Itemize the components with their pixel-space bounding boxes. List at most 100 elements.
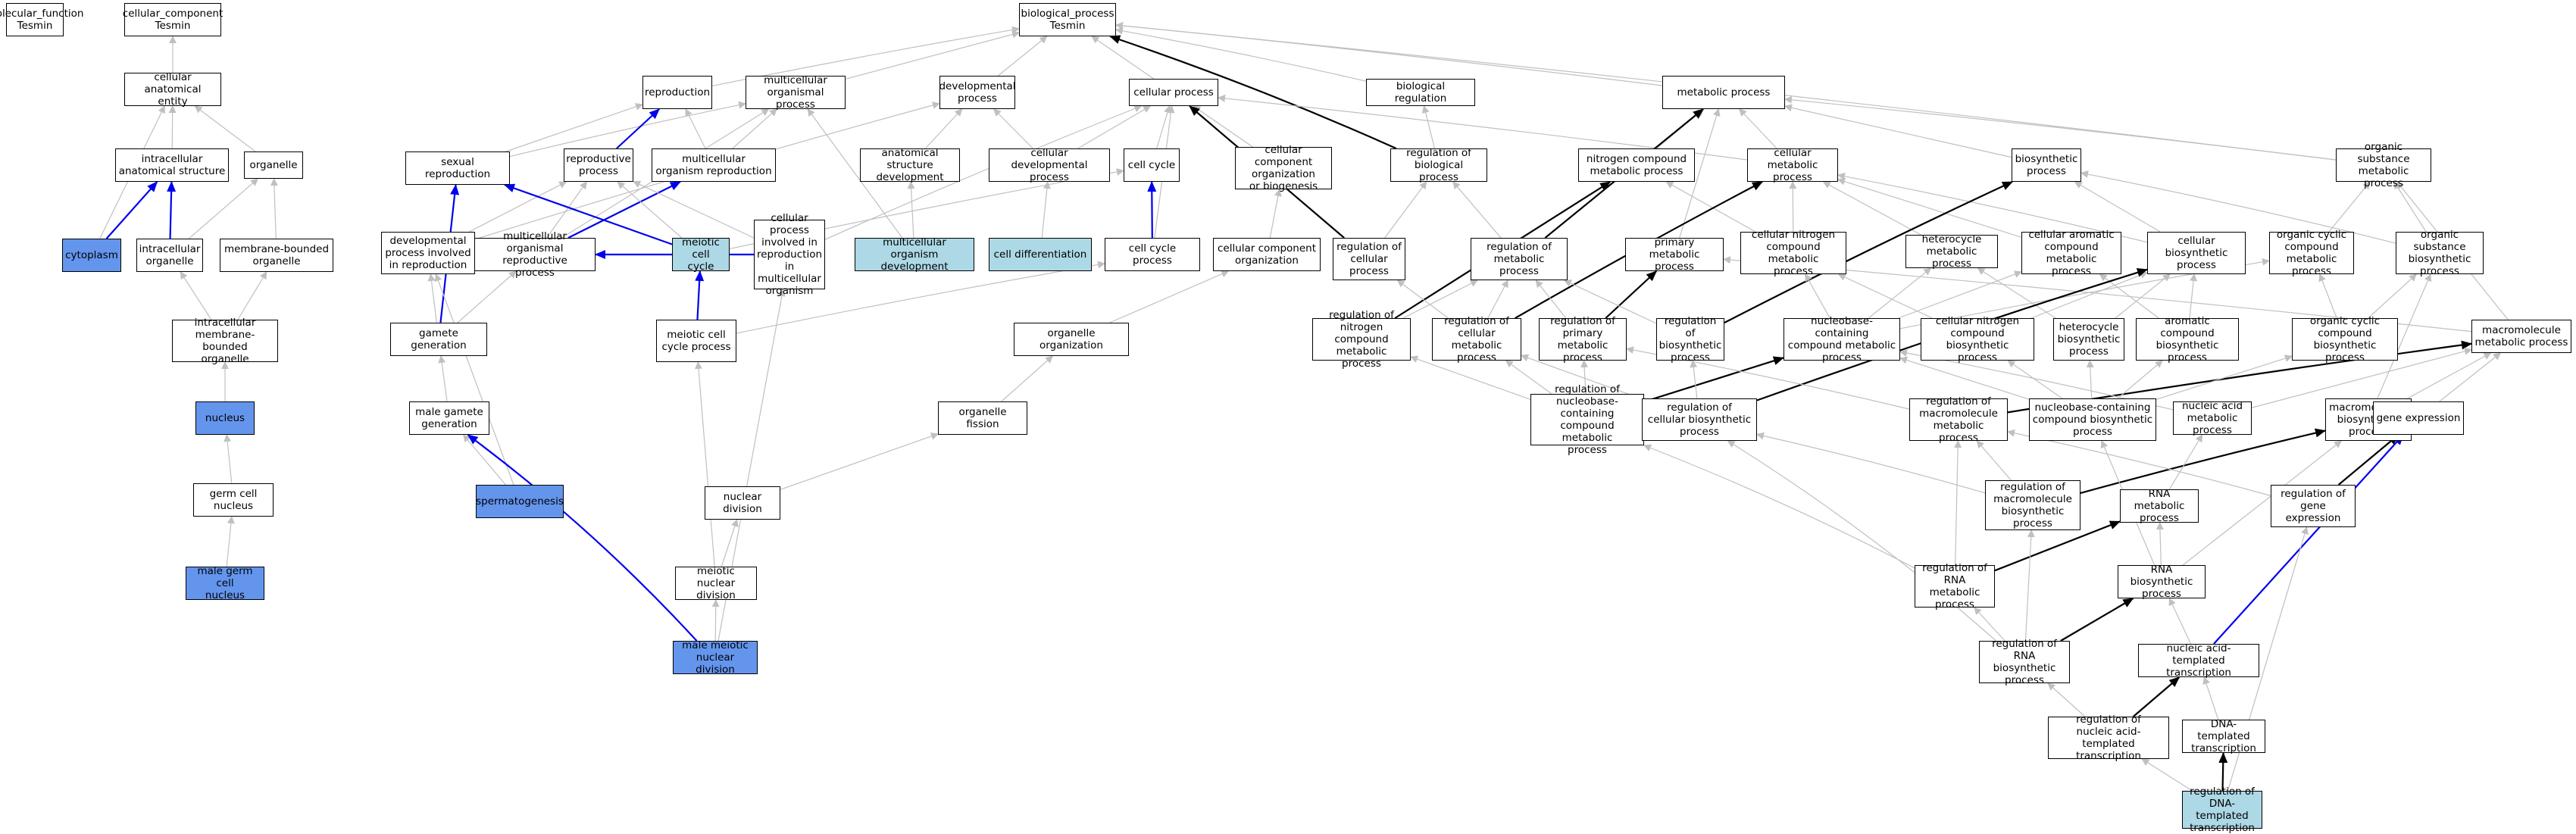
node-biological-process-tesmin[interactable]: biological_process Tesmin (1019, 3, 1116, 36)
node-germ-cell-nucleus[interactable]: germ cell nucleus (193, 483, 274, 517)
node-anatomical-structure-development[interactable]: anatomical structure development (860, 147, 960, 183)
edge-mccp-to-mcc (695, 270, 705, 320)
node-cellular-developmental-process[interactable]: cellular developmental process (989, 147, 1110, 183)
node-rna-biosynthetic-process[interactable]: RNA biosynthetic process (2118, 564, 2206, 600)
node-regulation-of-dna-templated-transcription[interactable]: regulation of DNA-templated transcriptio… (2182, 786, 2262, 834)
node-regulation-of-metabolic-process[interactable]: regulation of metabolic process (1471, 238, 1568, 280)
node-organelle[interactable]: organelle (244, 151, 303, 179)
node-nucleic-acid-templated-transcription[interactable]: nucleic acid-templated transcription (2138, 642, 2259, 679)
node-regulation-of-nucleic-acid-templated-transcription[interactable]: regulation of nucleic acid-templated tra… (2048, 714, 2169, 762)
node-developmental-process[interactable]: developmental process (939, 76, 1016, 109)
edge-rbp-to-bp (1109, 35, 1397, 150)
node-regulation-of-nitrogen-compound-metabolic-process[interactable]: regulation of nitrogen compound metaboli… (1312, 309, 1411, 370)
node-regulation-of-gene-expression[interactable]: regulation of gene expression (2271, 485, 2356, 527)
node-nucleobase-containing-compound-biosynthetic-process[interactable]: nucleobase-containing compound biosynthe… (2029, 398, 2156, 441)
node-regulation-of-cellular-metabolic-process[interactable]: regulation of cellular metabolic process (1432, 315, 1521, 364)
node-molecular-function-tesmin[interactable]: molecular_function Tesmin (0, 3, 83, 36)
node-intracellular-membrane-bounded-organelle[interactable]: intracellular membrane-bounded organelle (172, 317, 278, 365)
node-multicellular-organismal-process[interactable]: multicellular organismal process (746, 74, 846, 111)
edge-nbcmp-to-hmp (1868, 267, 1932, 319)
node-cellular-nitrogen-compound-metabolic-process[interactable]: cellular nitrogen compound metabolic pro… (1740, 229, 1846, 277)
node-membrane-bounded-organelle[interactable]: membrane-bounded organelle (220, 239, 333, 272)
node-regulation-of-nucleobase-containing-compound-metabolic-process[interactable]: regulation of nucleobase-containing comp… (1530, 383, 1644, 456)
node-cellular-biosynthetic-process[interactable]: cellular biosynthetic process (2147, 232, 2246, 274)
node-regulation-of-primary-metabolic-process[interactable]: regulation of primary metabolic process (1539, 315, 1627, 364)
node-male-meiotic-nuclear-division[interactable]: male meiotic nuclear division (673, 639, 758, 676)
node-regulation-of-macromolecule-biosynthetic-process[interactable]: regulation of macromolecule biosynthetic… (1985, 480, 2080, 530)
node-reproductive-process[interactable]: reproductive process (564, 148, 633, 182)
node-intracellular-anatomical-structure[interactable]: intracellular anatomical structure (115, 148, 229, 182)
node-macromolecule-metabolic-process[interactable]: macromolecule metabolic process (2471, 320, 2571, 353)
edge-hbp-to-hmp (1977, 267, 2056, 319)
node-cellular-nitrogen-compound-biosynthetic-process[interactable]: cellular nitrogen compound biosynthetic … (1921, 315, 2034, 364)
node-biosynthetic-process[interactable]: biosynthetic process (2012, 148, 2081, 182)
node-spermatogenesis[interactable]: spermatogenesis (476, 485, 564, 518)
node-cellular-process[interactable]: cellular process (1129, 79, 1218, 106)
node-meiotic-cell-cycle-process[interactable]: meiotic cell cycle process (656, 320, 736, 362)
node-male-germ-cell-nucleus[interactable]: male germ cell nucleus (186, 565, 264, 601)
node-sexual-reproduction[interactable]: sexual reproduction (405, 151, 510, 185)
node-cytoplasm[interactable]: cytoplasm (62, 239, 121, 272)
node-multicellular-organism-development[interactable]: multicellular organism development (855, 236, 974, 273)
node-regulation-of-biological-process[interactable]: regulation of biological process (1390, 147, 1487, 183)
node-organic-cyclic-compound-metabolic-process[interactable]: organic cyclic compound metabolic proces… (2269, 229, 2354, 277)
node-nucleus[interactable]: nucleus (195, 401, 255, 435)
node-aromatic-compound-biosynthetic-process[interactable]: aromatic compound biosynthetic process (2136, 315, 2239, 364)
node-developmental-process-involved-in-reproduction[interactable]: developmental process involved in reprod… (381, 232, 475, 274)
node-cell-cycle-process[interactable]: cell cycle process (1105, 238, 1200, 271)
node-biological-regulation[interactable]: biological regulation (1366, 79, 1475, 106)
node-primary-metabolic-process[interactable]: primary metabolic process (1625, 236, 1724, 273)
node-organelle-organization[interactable]: organelle organization (1014, 323, 1129, 356)
node-nuclear-division[interactable]: nuclear division (705, 486, 780, 520)
node-regulation-of-rna-biosynthetic-process[interactable]: regulation of RNA biosynthetic process (1979, 638, 2070, 686)
node-cellular-component-organization-or-biogenesis[interactable]: cellular component organization or bioge… (1235, 144, 1332, 192)
node-dna-templated-transcription[interactable]: DNA-templated transcription (2182, 718, 2265, 754)
edge-nbcmp-to-cncmp (1805, 273, 1830, 319)
edge-imbo-to-mbo (237, 271, 267, 320)
node-organic-substance-metabolic-process[interactable]: organic substance metabolic process (2336, 141, 2431, 189)
node-cell-cycle[interactable]: cell cycle (1124, 148, 1180, 182)
node-reproduction[interactable]: reproduction (642, 76, 712, 109)
node-regulation-of-biosynthetic-process[interactable]: regulation of biosynthetic process (1656, 315, 1724, 364)
node-metabolic-process[interactable]: metabolic process (1662, 76, 1785, 109)
node-organic-cyclic-compound-biosynthetic-process[interactable]: organic cyclic compound biosynthetic pro… (2292, 315, 2398, 364)
node-multicellular-organismal-reproductive-process[interactable]: multicellular organismal reproductive pr… (474, 230, 596, 279)
node-regulation-of-macromolecule-metabolic-process[interactable]: regulation of macromolecule metabolic pr… (1909, 395, 2008, 444)
edge-io-to-ias (167, 181, 177, 239)
node-gamete-generation[interactable]: gamete generation (390, 323, 487, 356)
node-gene-expression[interactable]: gene expression (2373, 401, 2464, 435)
edge-rdtt-to-dtt (2218, 752, 2228, 792)
edge-mnd-to-mccp (695, 361, 715, 567)
edge-rrnabp-to-rrnamp (1974, 607, 2005, 642)
node-cellular-component-tesmin[interactable]: cellular_component Tesmin (123, 3, 223, 36)
node-nitrogen-compound-metabolic-process[interactable]: nitrogen compound metabolic process (1578, 148, 1695, 182)
node-meiotic-nuclear-division[interactable]: meiotic nuclear division (675, 565, 757, 601)
node-cellular-anatomical-entity[interactable]: cellular anatomical entity (124, 71, 221, 108)
node-nucleic-acid-metabolic-process[interactable]: nucleic acid metabolic process (2173, 400, 2252, 436)
node-regulation-of-cellular-process[interactable]: regulation of cellular process (1333, 238, 1405, 280)
node-meiotic-cell-cycle[interactable]: meiotic cell cycle (672, 236, 730, 273)
node-intracellular-organelle[interactable]: intracellular organelle (136, 239, 203, 272)
node-heterocycle-biosynthetic-process[interactable]: heterocycle biosynthetic process (2053, 318, 2124, 361)
edge-rnbcmp-to-rncmp (1410, 355, 1531, 400)
node-heterocycle-metabolic-process[interactable]: heterocycle metabolic process (1905, 233, 1998, 270)
node-cell-differentiation[interactable]: cell differentiation (989, 238, 1092, 271)
node-rna-metabolic-process[interactable]: RNA metabolic process (2120, 488, 2199, 524)
edge-sexrep-to-mop (509, 101, 746, 158)
node-male-gamete-generation[interactable]: male gamete generation (409, 401, 489, 435)
node-organic-substance-biosynthetic-process[interactable]: organic substance biosynthetic process (2396, 229, 2484, 277)
node-nucleobase-containing-compound-metabolic-process[interactable]: nucleobase-containing compound metabolic… (1784, 315, 1900, 364)
edge-rcmp-to-rmp (1487, 280, 1508, 319)
node-regulation-of-cellular-biosynthetic-process[interactable]: regulation of cellular biosynthetic proc… (1642, 398, 1757, 441)
node-cellular-component-organization[interactable]: cellular component organization (1213, 238, 1321, 271)
edge-hmp-to-cmp (1822, 181, 1921, 236)
edge-asd-to-devp (924, 108, 963, 149)
node-organelle-fission[interactable]: organelle fission (938, 401, 1027, 435)
node-regulation-of-rna-metabolic-process[interactable]: regulation of RNA metabolic process (1915, 562, 1995, 611)
node-multicellular-organism-reproduction[interactable]: multicellular organism reproduction (652, 148, 776, 182)
node-cellular-aromatic-compound-metabolic-process[interactable]: cellular aromatic compound metabolic pro… (2021, 229, 2121, 277)
node-cellular-metabolic-process[interactable]: cellular metabolic process (1747, 147, 1838, 183)
edge-bioreg-to-bp (1115, 27, 1367, 82)
node-cellular-process-involved-in-reproduction-in-multicellular-organism[interactable]: cellular process involved in reproductio… (754, 212, 825, 297)
edge-rmbp-to-rcbp (1756, 432, 1986, 494)
